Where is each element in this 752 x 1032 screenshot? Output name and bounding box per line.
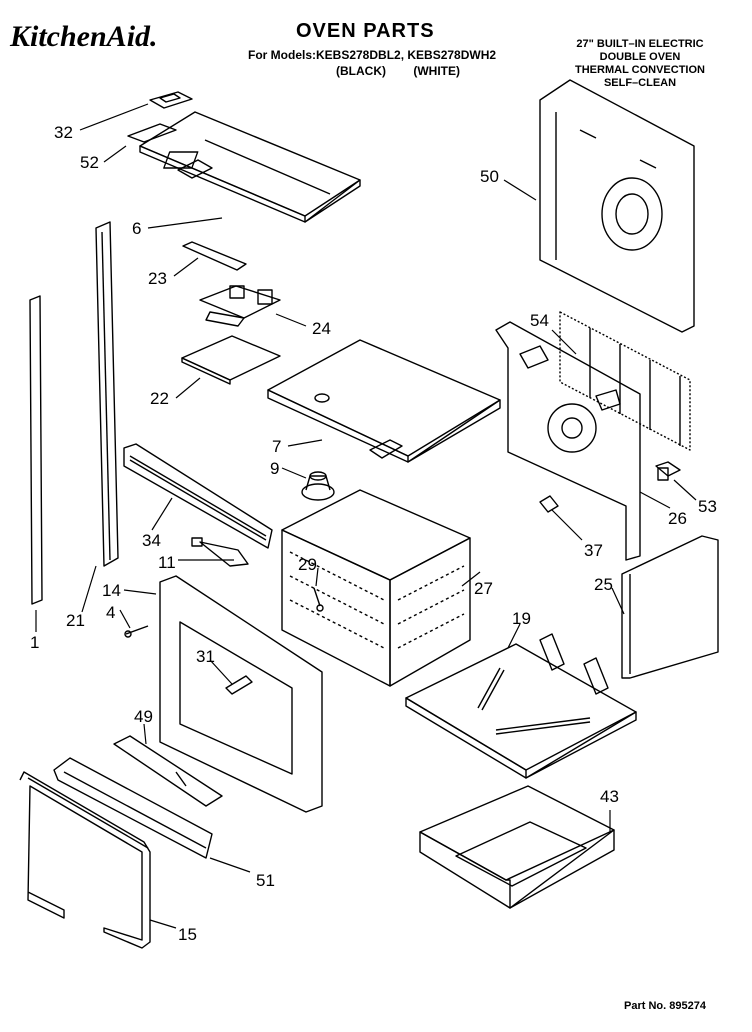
callout-19: 19 — [512, 609, 531, 628]
part-34-vent-grille — [123, 443, 273, 549]
callout-7: 7 — [272, 437, 281, 456]
callout-52: 52 — [80, 153, 99, 172]
callout-26: 26 — [668, 509, 687, 528]
callout-31: 31 — [196, 647, 215, 666]
callout-29: 29 — [298, 555, 317, 574]
part-19-floor-panel — [405, 633, 637, 779]
product-description: 27" BUILT–IN ELECTRIC DOUBLE OVEN THERMA… — [540, 38, 740, 90]
leader-lines — [35, 103, 697, 929]
callout-9: 9 — [270, 459, 279, 478]
part-52-plate — [127, 123, 177, 143]
color-white-label: (WHITE) — [413, 64, 460, 78]
part-25-rear-panel — [621, 535, 719, 679]
part-51-door-trim — [53, 757, 213, 859]
callout-24: 24 — [312, 319, 331, 338]
part-23-bracket — [182, 241, 247, 271]
callout-1: 1 — [30, 633, 39, 652]
color-black-label: (BLACK) — [336, 64, 386, 78]
description-line: SELF–CLEAN — [603, 77, 677, 89]
callout-22: 22 — [150, 389, 169, 408]
part-9-fan — [301, 471, 335, 501]
callout-27: 27 — [474, 579, 493, 598]
callout-51: 51 — [256, 871, 275, 890]
part-49-bracket — [113, 735, 223, 807]
part-43-insulation-pan — [419, 785, 615, 909]
callout-25: 25 — [594, 575, 613, 594]
description-line: THERMAL CONVECTION — [575, 64, 705, 76]
callout-54: 54 — [530, 311, 549, 330]
callout-53: 53 — [698, 497, 717, 516]
part-53-terminal-block — [655, 461, 681, 481]
part-1-trim-strip — [29, 295, 43, 605]
part-number: Part No. 895274 — [624, 1000, 706, 1012]
part-6-top-panel — [139, 111, 361, 223]
callout-23: 23 — [148, 269, 167, 288]
part-4-screw — [124, 625, 149, 638]
model-list: For Models:KEBS278DBL2, KEBS278DWH2 — [248, 48, 497, 62]
model-colors: (BLACK) (WHITE) — [336, 64, 484, 78]
part-29-sensor — [313, 587, 324, 612]
part-14-door-frame — [159, 575, 323, 813]
callout-14: 14 — [102, 581, 121, 600]
callout-50: 50 — [480, 167, 499, 186]
callout-34: 34 — [142, 531, 161, 550]
part-37-bracket — [539, 495, 559, 513]
callout-4: 4 — [106, 603, 115, 622]
part-21-side-trim — [95, 221, 119, 567]
callout-37: 37 — [584, 541, 603, 560]
part-26-rear-support — [495, 321, 641, 561]
description-line: DOUBLE OVEN — [599, 51, 681, 63]
part-15-door-gasket — [19, 771, 151, 949]
description-line: 27" BUILT–IN ELECTRIC — [576, 38, 704, 50]
callout-21: 21 — [66, 611, 85, 630]
callout-49: 49 — [134, 707, 153, 726]
part-32-bracket — [149, 91, 193, 109]
callout-43: 43 — [600, 787, 619, 806]
part-27-oven-cavity — [281, 489, 471, 687]
callout-32: 32 — [54, 123, 73, 142]
page-title: OVEN PARTS — [296, 20, 435, 42]
part-54-heating-element — [559, 311, 691, 451]
part-22-plate — [181, 335, 281, 385]
part-31-lamp — [225, 675, 253, 695]
part-7-divider-panel — [267, 339, 501, 463]
brand-logo: KitchenAid. — [10, 20, 158, 53]
callout-6: 6 — [132, 219, 141, 238]
callout-11: 11 — [158, 553, 176, 572]
callout-15: 15 — [178, 925, 197, 944]
callout-labels: 32 52 6 23 24 22 7 9 34 11 29 27 14 4 21… — [30, 123, 717, 944]
part-24-switch-assembly — [199, 285, 281, 327]
part-11-door-latch — [191, 537, 249, 567]
part-50-rear-access-panel — [539, 79, 695, 333]
